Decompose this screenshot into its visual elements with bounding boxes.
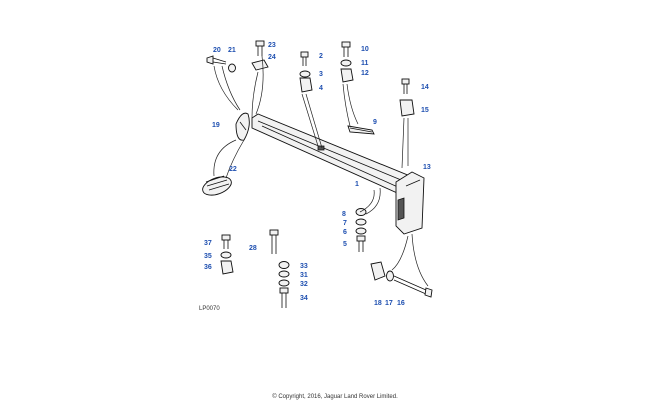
callout-labels: 20 21 23 24 2 3 4 10 11 12 14 15 9 19 22…: [199, 42, 431, 312]
oval-pad-part: [202, 175, 232, 196]
callout-6: 6: [343, 229, 347, 236]
callout-8: 8: [342, 211, 346, 218]
callout-2: 2: [319, 53, 323, 60]
callout-19: 19: [212, 122, 220, 129]
callout-1: 1: [355, 181, 359, 188]
hardware-group: [206, 40, 433, 308]
callout-14: 14: [421, 84, 429, 91]
callout-20: 20: [213, 47, 221, 54]
callout-33: 33: [300, 263, 308, 270]
callout-22: 22: [229, 166, 237, 173]
cover-plate-part: [235, 112, 250, 141]
leader-lines: [213, 55, 429, 287]
callout-34: 34: [300, 295, 308, 302]
callout-7: 7: [343, 220, 347, 227]
rail-part: [251, 113, 415, 197]
callout-37: 37: [204, 240, 212, 247]
callout-10: 10: [361, 46, 369, 53]
callout-13: 13: [423, 164, 431, 171]
callout-3: 3: [319, 71, 323, 78]
callout-21: 21: [228, 47, 236, 54]
trim-strip-part: [347, 125, 375, 135]
callout-9: 9: [373, 119, 377, 126]
callout-32: 32: [300, 281, 308, 288]
callout-11: 11: [361, 60, 369, 67]
callout-12: 12: [361, 70, 369, 77]
callout-31: 31: [300, 272, 308, 279]
callout-24: 24: [268, 54, 276, 61]
callout-4: 4: [319, 85, 323, 92]
callout-28: 28: [249, 245, 257, 252]
callout-5: 5: [343, 241, 347, 248]
callout-35: 35: [204, 253, 212, 260]
callout-15: 15: [421, 107, 429, 114]
callout-17: 17: [385, 300, 393, 307]
callout-23: 23: [268, 42, 276, 49]
callout-36: 36: [204, 264, 212, 271]
diagram-code: LP0070: [199, 306, 220, 312]
callout-16: 16: [397, 300, 405, 307]
callout-18: 18: [374, 300, 382, 307]
copyright-text: © Copyright, 2016, Jaguar Land Rover Lim…: [272, 394, 398, 400]
end-bracket-part: [395, 171, 425, 235]
